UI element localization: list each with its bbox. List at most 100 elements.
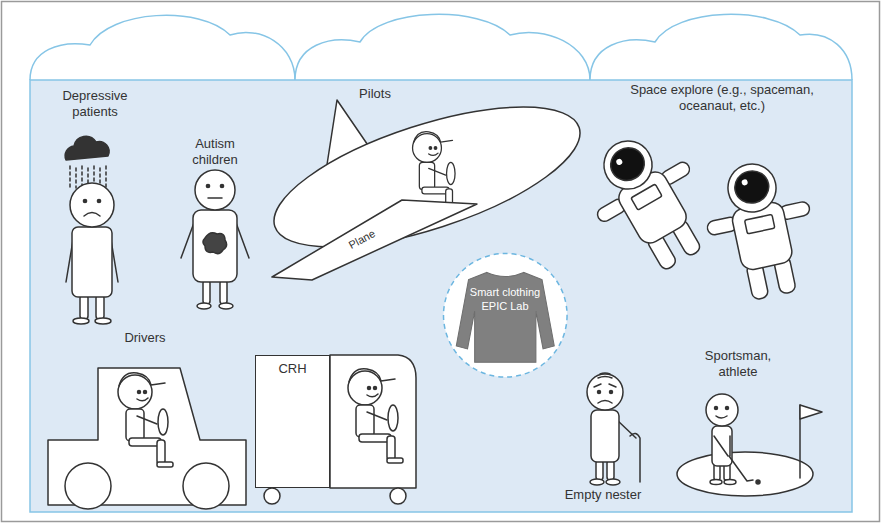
plane-drawing — [429, 153, 438, 155]
train — [374, 387, 377, 390]
train — [367, 412, 387, 420]
astronaut — [615, 158, 623, 166]
old-man — [587, 373, 640, 485]
astronaut — [595, 132, 661, 198]
autism-child — [219, 303, 233, 309]
golfer — [800, 405, 822, 419]
golfer — [715, 407, 718, 410]
depressive-patient — [73, 318, 89, 324]
car — [158, 409, 168, 435]
depressive-patient — [75, 168, 77, 188]
smart-clothing-circle: Smart clothingEPIC Lab — [442, 252, 569, 379]
node-label: CRH — [278, 361, 306, 377]
car — [183, 463, 229, 509]
depressive-patient — [84, 213, 100, 217]
old-man — [617, 420, 636, 438]
depressive-patient — [80, 295, 88, 319]
autism-child — [206, 184, 209, 187]
depressive-patient — [70, 183, 114, 227]
car — [157, 440, 165, 464]
smart-clothing-drawing — [443, 253, 567, 377]
old-man — [598, 391, 601, 394]
car — [129, 438, 161, 446]
old-man — [591, 410, 619, 462]
plane-drawing — [447, 162, 456, 184]
depressive-patient — [96, 295, 104, 319]
group-label: Drivers — [110, 330, 180, 346]
node-label: Smart clothing — [470, 286, 540, 299]
astronaut — [732, 168, 772, 206]
cloud — [590, 14, 852, 80]
autism-child — [195, 170, 235, 210]
old-man — [590, 479, 604, 485]
car — [119, 373, 165, 386]
autism-child — [220, 184, 223, 187]
train — [348, 371, 382, 405]
golfer — [756, 480, 760, 484]
golfer — [677, 452, 813, 496]
depressive-patient — [105, 166, 107, 190]
train — [356, 405, 374, 437]
autism-child — [203, 233, 227, 254]
astronaut — [730, 200, 794, 271]
old-man — [610, 391, 613, 394]
astronaut — [724, 160, 781, 217]
golfer — [677, 394, 822, 496]
cloud — [30, 15, 295, 80]
autism-child — [220, 280, 227, 304]
group-label: Space explore (e.g., spaceman, oceanaut,… — [612, 82, 832, 113]
car — [157, 462, 173, 467]
golfer — [726, 407, 729, 410]
cloud — [295, 14, 590, 80]
group-label: Pilots — [345, 86, 405, 102]
depressive-patient — [69, 166, 71, 190]
depressive-patient — [65, 136, 109, 160]
old-man — [594, 384, 616, 387]
old-man — [607, 460, 614, 480]
train — [388, 405, 398, 431]
depressive-patient — [72, 227, 112, 297]
group-label: Autism children — [180, 136, 250, 167]
plane-drawing — [434, 147, 437, 150]
panel — [30, 80, 852, 512]
car — [65, 463, 111, 509]
golfer — [724, 480, 736, 485]
plane-drawing — [429, 147, 432, 150]
car — [118, 375, 152, 409]
car — [126, 409, 144, 441]
train — [330, 355, 416, 488]
train-box: CRH — [255, 355, 330, 488]
train — [367, 394, 378, 397]
astronaut — [571, 118, 728, 286]
astronaut — [741, 179, 748, 186]
smart-clothing-drawing — [456, 272, 554, 362]
clouds — [30, 14, 852, 80]
train — [387, 458, 403, 463]
astronaut — [605, 142, 650, 187]
old-man — [598, 401, 612, 404]
golfer — [706, 394, 738, 426]
plane-drawing — [262, 82, 592, 276]
golfer — [714, 436, 730, 456]
train — [349, 369, 395, 382]
autism-child — [208, 197, 222, 199]
golfer — [729, 456, 753, 481]
smart-clothing-drawing — [442, 252, 569, 379]
golfer — [716, 416, 727, 418]
plane-drawing — [413, 134, 442, 163]
plane-drawing — [272, 200, 477, 280]
group-label: Empty nester — [553, 487, 653, 503]
car — [118, 373, 173, 467]
car — [138, 391, 141, 394]
train — [390, 488, 406, 504]
node-label: EPIC Lab — [481, 300, 528, 313]
autism-child — [197, 303, 211, 309]
depressive-patient — [65, 136, 118, 324]
depressive-patient — [95, 318, 111, 324]
train — [359, 434, 391, 442]
old-man — [598, 373, 612, 378]
plane-drawing — [413, 132, 460, 212]
